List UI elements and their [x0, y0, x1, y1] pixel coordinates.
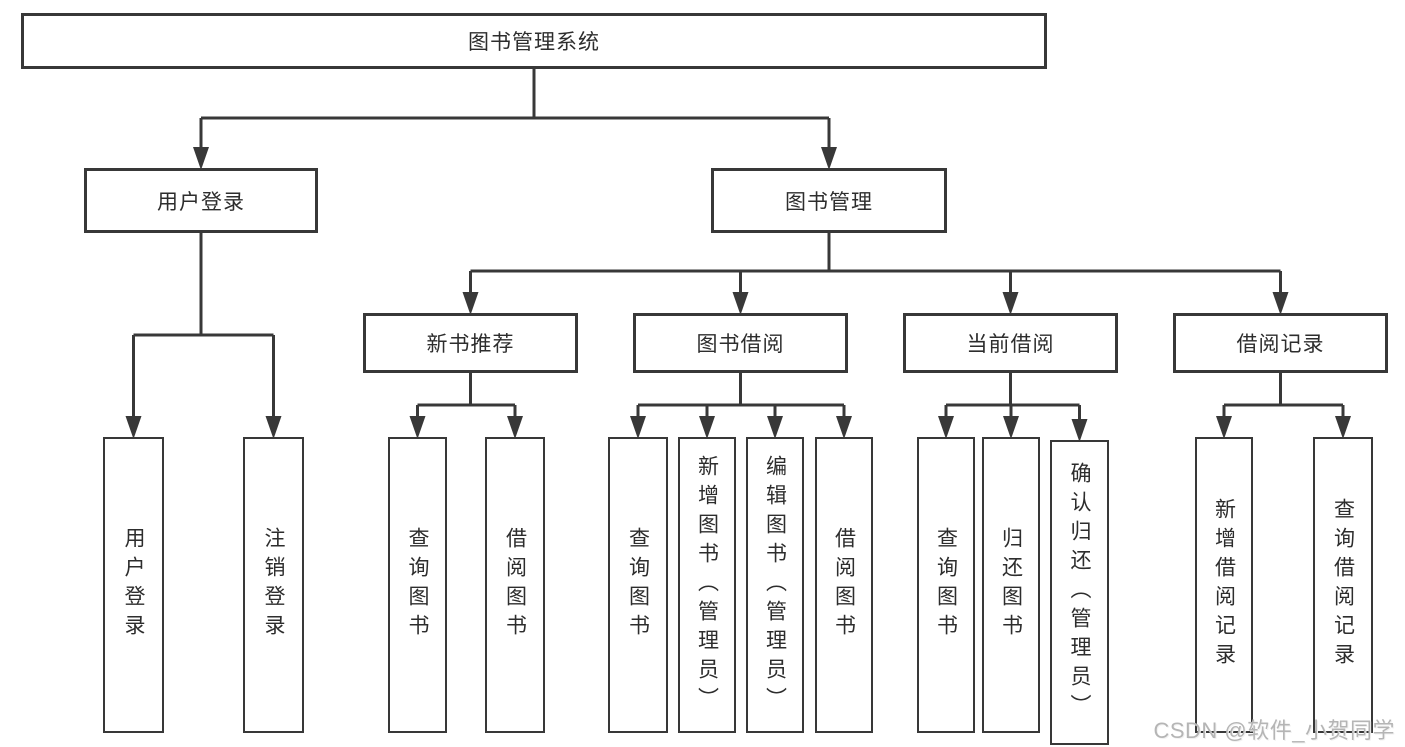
node-user-login-branch-label: 用户登录 — [157, 190, 245, 214]
node-leaf-bb-edit-books-admin-label: 编辑图书（管理员） — [763, 454, 787, 716]
connector-new-book-rec-to-leaves — [409, 373, 523, 439]
node-leaf-bb-query-books-label: 查询图书 — [626, 527, 650, 643]
node-book-borrowing-label: 图书借阅 — [696, 333, 785, 356]
connector-book-mgmt-to-level3 — [462, 233, 1289, 315]
node-user-login-branch: 用户登录 — [84, 168, 318, 233]
node-leaf-cb-return-books-label: 归还图书 — [999, 527, 1023, 643]
node-leaf-br-add-record-label: 新增借阅记录 — [1212, 498, 1236, 672]
node-current-borrowing: 当前借阅 — [903, 313, 1118, 373]
node-leaf-br-add-record: 新增借阅记录 — [1195, 437, 1253, 733]
connector-root-to-level2 — [193, 69, 837, 170]
node-leaf-cb-confirm-return-admin: 确认归还（管理员） — [1050, 440, 1109, 745]
node-borrow-records: 借阅记录 — [1173, 313, 1388, 373]
connector-current-borrowing-to-leaves — [938, 373, 1088, 442]
connector-book-borrowing-to-leaves — [630, 373, 852, 439]
node-leaf-bb-add-books-admin: 新增图书（管理员） — [678, 437, 736, 733]
csdn-watermark: CSDN @软件_小贺同学 — [1153, 718, 1395, 743]
connector-borrow-records-to-leaves — [1216, 373, 1351, 439]
node-current-borrowing-label: 当前借阅 — [966, 333, 1055, 356]
node-root-label: 图书管理系统 — [468, 31, 600, 54]
node-leaf-nbr-borrow-books: 借阅图书 — [485, 437, 545, 733]
node-leaf-cb-confirm-return-admin-label: 确认归还（管理员） — [1068, 462, 1091, 723]
node-leaf-bb-borrow-books: 借阅图书 — [815, 437, 873, 733]
node-leaf-nbr-borrow-books-label: 借阅图书 — [503, 527, 527, 643]
node-leaf-br-query-record: 查询借阅记录 — [1313, 437, 1373, 733]
node-new-book-recommend-label: 新书推荐 — [426, 333, 515, 356]
node-leaf-bb-query-books: 查询图书 — [608, 437, 668, 733]
node-leaf-nbr-query-books: 查询图书 — [388, 437, 447, 733]
node-leaf-user-login-label: 用户登录 — [122, 527, 145, 643]
node-leaf-bb-edit-books-admin: 编辑图书（管理员） — [746, 437, 804, 733]
node-book-management-branch: 图书管理 — [711, 168, 947, 233]
node-root-system: 图书管理系统 — [21, 13, 1047, 69]
node-leaf-logout: 注销登录 — [243, 437, 304, 733]
node-leaf-cb-query-books: 查询图书 — [917, 437, 975, 733]
node-leaf-nbr-query-books-label: 查询图书 — [406, 527, 429, 643]
node-leaf-logout-label: 注销登录 — [262, 527, 285, 643]
node-leaf-user-login: 用户登录 — [103, 437, 164, 733]
node-new-book-recommend: 新书推荐 — [363, 313, 578, 373]
node-leaf-cb-query-books-label: 查询图书 — [934, 527, 958, 643]
node-leaf-cb-return-books: 归还图书 — [982, 437, 1040, 733]
node-book-management-branch-label: 图书管理 — [785, 190, 873, 214]
node-book-borrowing: 图书借阅 — [633, 313, 848, 373]
node-leaf-br-query-record-label: 查询借阅记录 — [1331, 498, 1355, 672]
node-borrow-records-label: 借阅记录 — [1236, 333, 1325, 356]
node-leaf-bb-add-books-admin-label: 新增图书（管理员） — [695, 454, 719, 716]
node-leaf-bb-borrow-books-label: 借阅图书 — [832, 527, 856, 643]
connector-user-login-to-leaves — [125, 233, 282, 439]
